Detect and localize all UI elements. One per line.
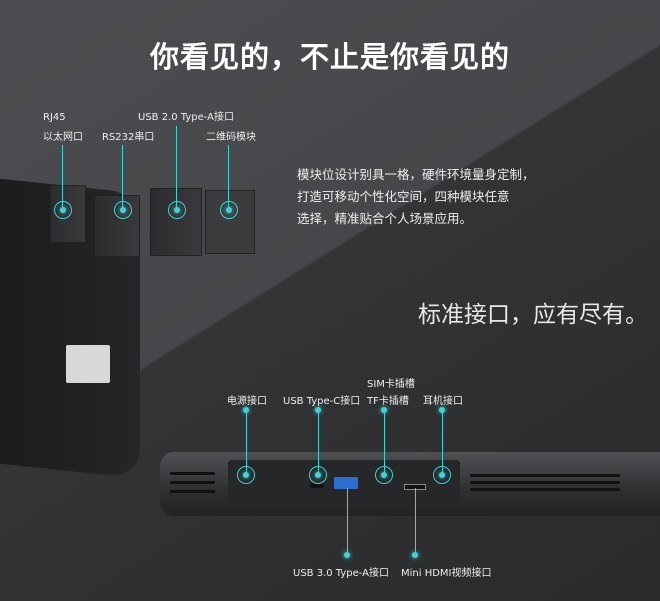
- qr-module: [205, 190, 255, 254]
- callout-dot: [344, 552, 350, 558]
- callout-dot: [439, 407, 445, 413]
- sim-label: SIM卡插槽: [367, 379, 415, 390]
- usb2-label: USB 2.0 Type-A接口: [138, 112, 234, 123]
- callout-line: [347, 488, 348, 555]
- description-line: 打造可移动个性化空间，四种模块任意: [297, 189, 510, 204]
- ethernet-label: 以太网口: [43, 132, 83, 143]
- tf-label: TF卡插槽: [367, 396, 409, 407]
- callout-marker: [168, 201, 186, 219]
- callout-dot: [381, 407, 387, 413]
- audio-label: 耳机接口: [423, 396, 463, 407]
- headline: 你看见的，不止是你看见的: [149, 40, 510, 74]
- callout-line: [122, 145, 123, 210]
- callout-marker: [433, 466, 451, 484]
- callout-marker: [220, 201, 238, 219]
- callout-line: [246, 410, 247, 474]
- callout-marker: [375, 466, 393, 484]
- qr-label: 二维码模块: [206, 132, 256, 143]
- rs232-label: RS232串口: [102, 132, 155, 143]
- usbc-label: USB Type-C接口: [283, 396, 361, 407]
- callout-dot: [412, 552, 418, 558]
- callout-dot: [315, 407, 321, 413]
- callout-line: [62, 145, 63, 210]
- callout-line: [442, 410, 443, 474]
- device-label-sticker: [66, 345, 110, 383]
- hdmi-label: Mini HDMI视频接口: [401, 568, 492, 579]
- callout-dot: [243, 407, 249, 413]
- callout-marker: [114, 201, 132, 219]
- description: 模块位设计别具一格，硬件环境量身定制， 打造可移动个性化空间，四种模块任意 选择…: [297, 164, 535, 230]
- description-line: 选择，精准贴合个人场景应用。: [297, 211, 473, 226]
- usb3-label: USB 3.0 Type-A接口: [293, 568, 389, 579]
- callout-marker: [237, 466, 255, 484]
- vent-grille: [470, 470, 620, 495]
- callout-line: [318, 410, 319, 474]
- usbc-port: [310, 483, 324, 488]
- usb3-port: [334, 477, 358, 489]
- callout-line: [228, 145, 229, 210]
- callout-marker: [54, 201, 72, 219]
- description-line: 模块位设计别具一格，硬件环境量身定制，: [297, 167, 535, 182]
- rj45-label: RJ45: [43, 112, 66, 123]
- callout-marker: [309, 466, 327, 484]
- slogan: 标准接口，应有尽有。: [418, 302, 648, 328]
- callout-line: [176, 126, 177, 210]
- vent-grille: [170, 466, 215, 499]
- callout-line: [384, 410, 385, 474]
- power-label: 电源接口: [227, 396, 267, 407]
- callout-line: [415, 488, 416, 555]
